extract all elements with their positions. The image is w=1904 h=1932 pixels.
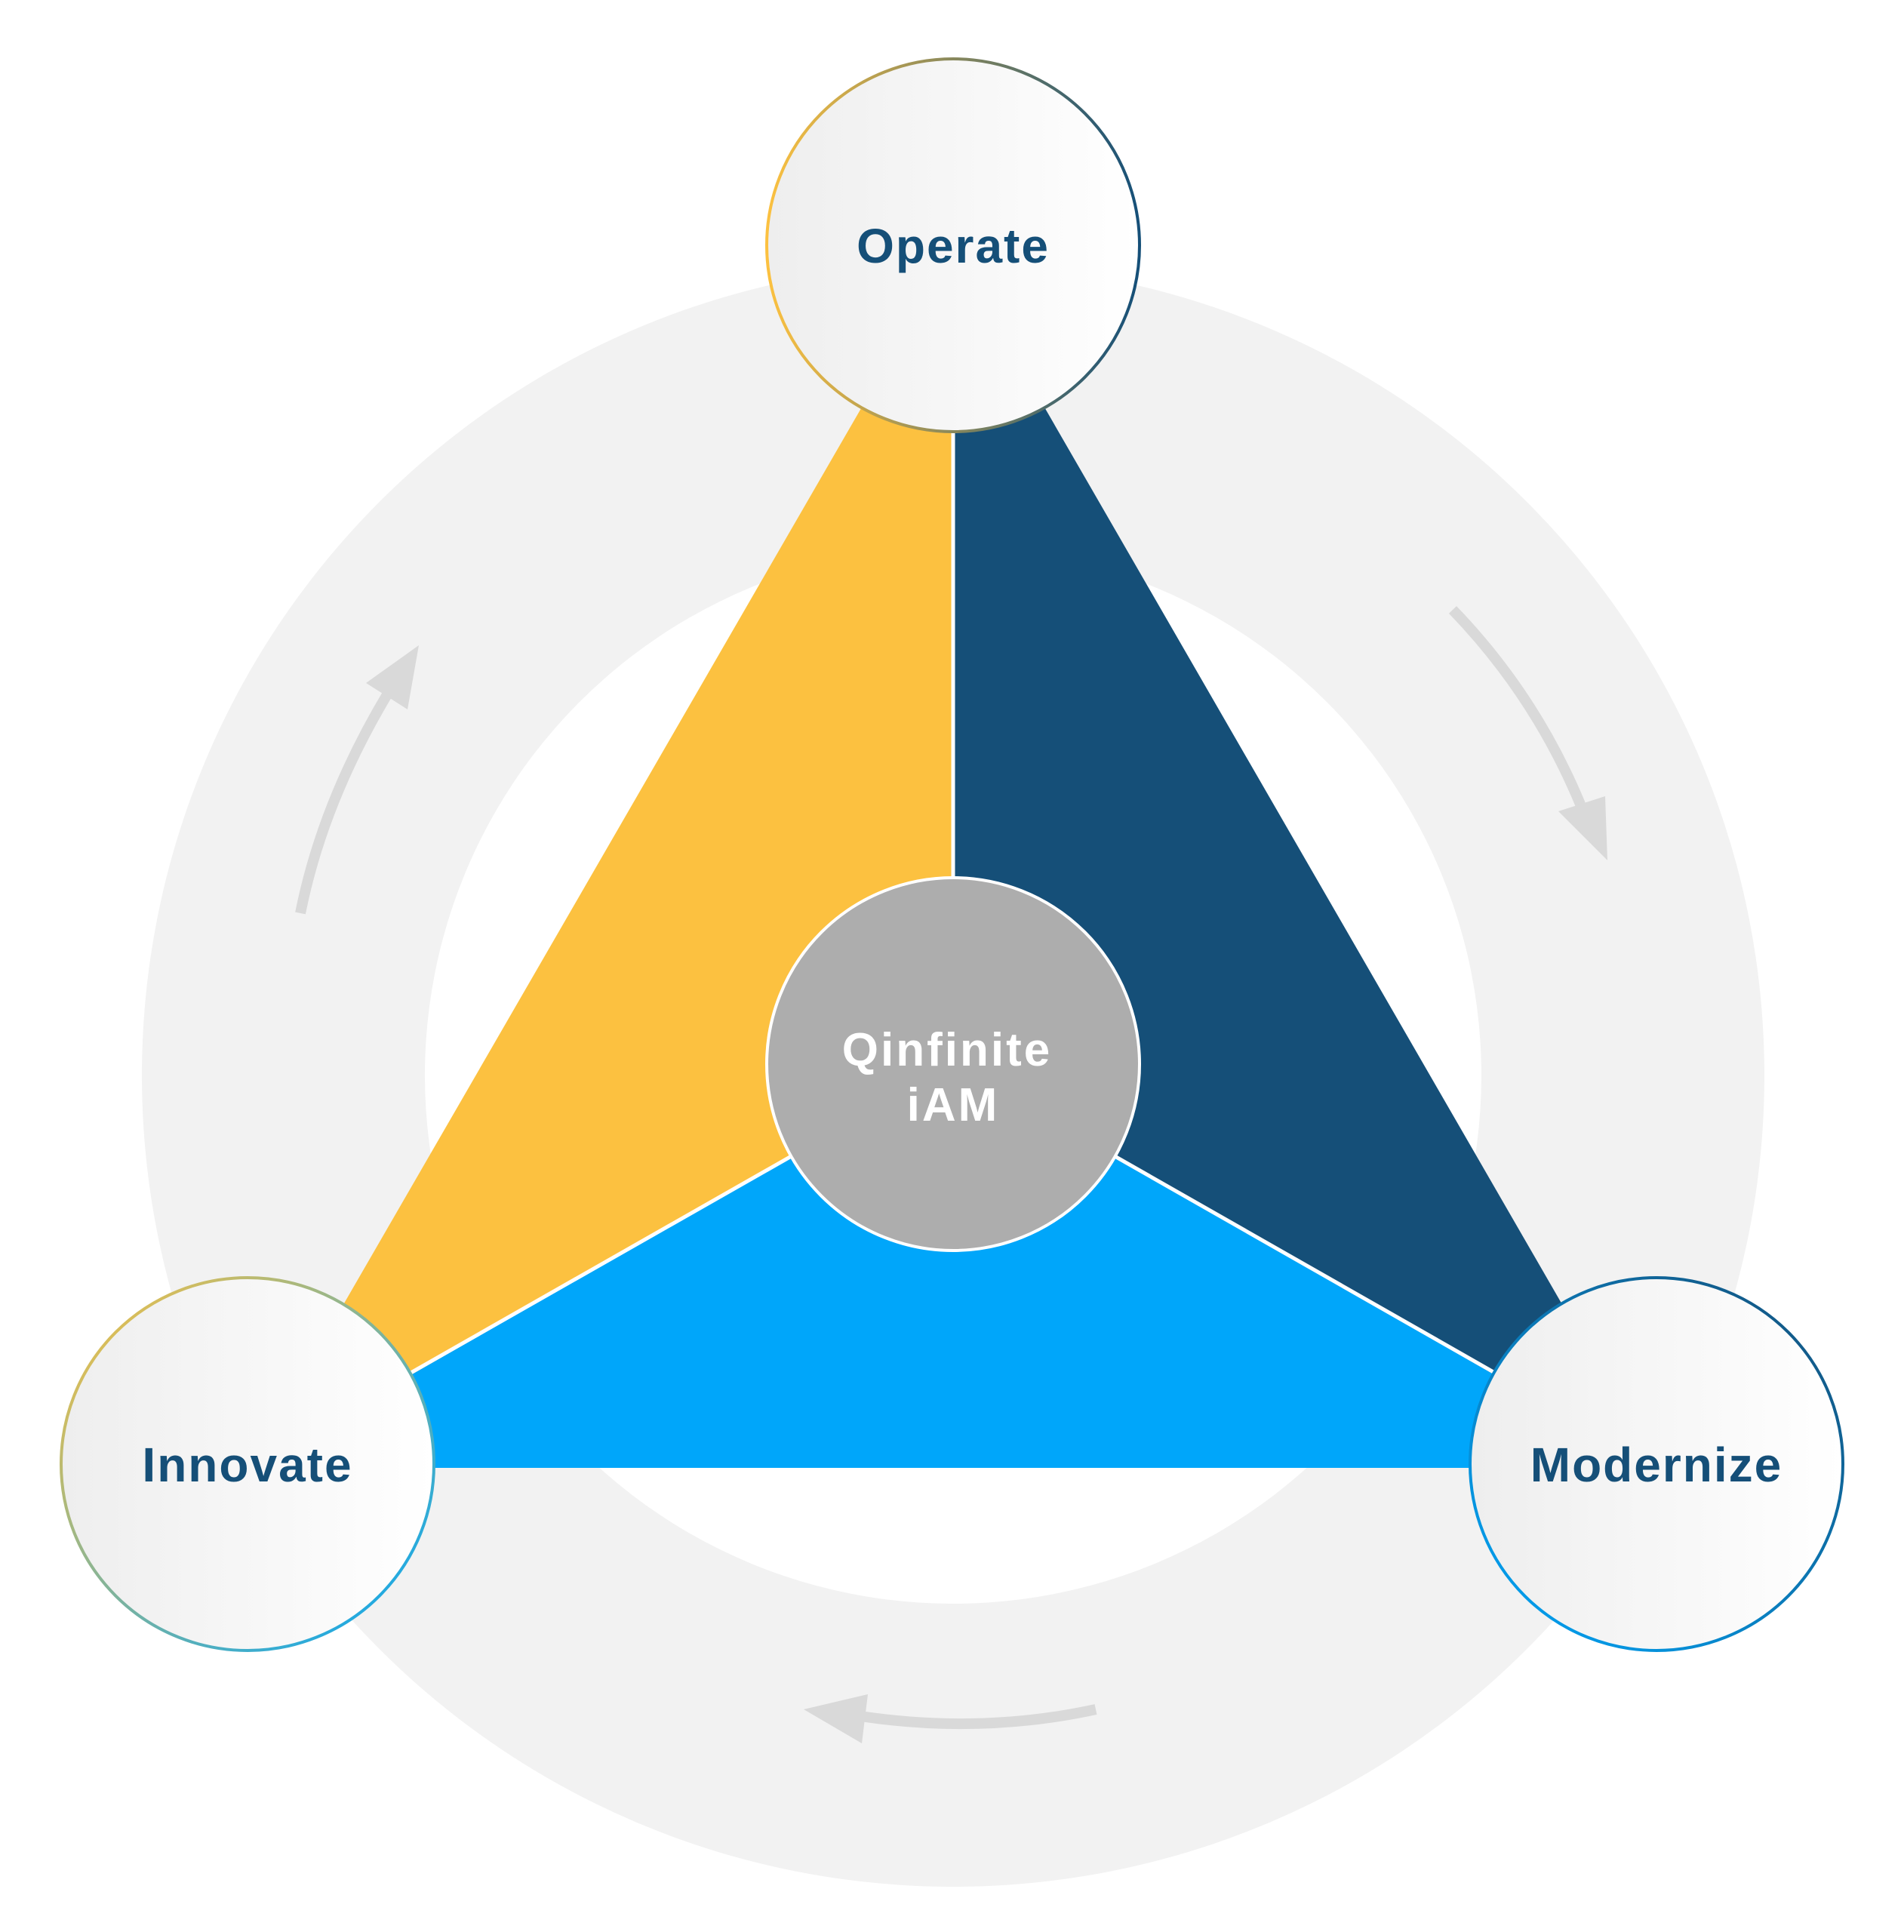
node-innovate-label: Innovate (142, 1438, 352, 1492)
node-modernize: Modernize (1469, 1276, 1844, 1652)
arrow-left (295, 645, 419, 915)
center-circle (765, 876, 1141, 1252)
arrow-bottom (804, 1694, 1097, 1743)
arrow-top-right (1448, 606, 1607, 860)
node-innovate: Innovate (60, 1276, 435, 1652)
center-label-line2: iAM (907, 1079, 1000, 1131)
node-operate: Operate (765, 57, 1141, 433)
center-label-line1: Qinfinite (842, 1024, 1052, 1076)
cycle-ring (142, 264, 1765, 1887)
node-operate-label: Operate (857, 219, 1050, 273)
blue-sector (249, 1064, 1656, 1468)
node-modernize-label: Modernize (1530, 1438, 1783, 1492)
